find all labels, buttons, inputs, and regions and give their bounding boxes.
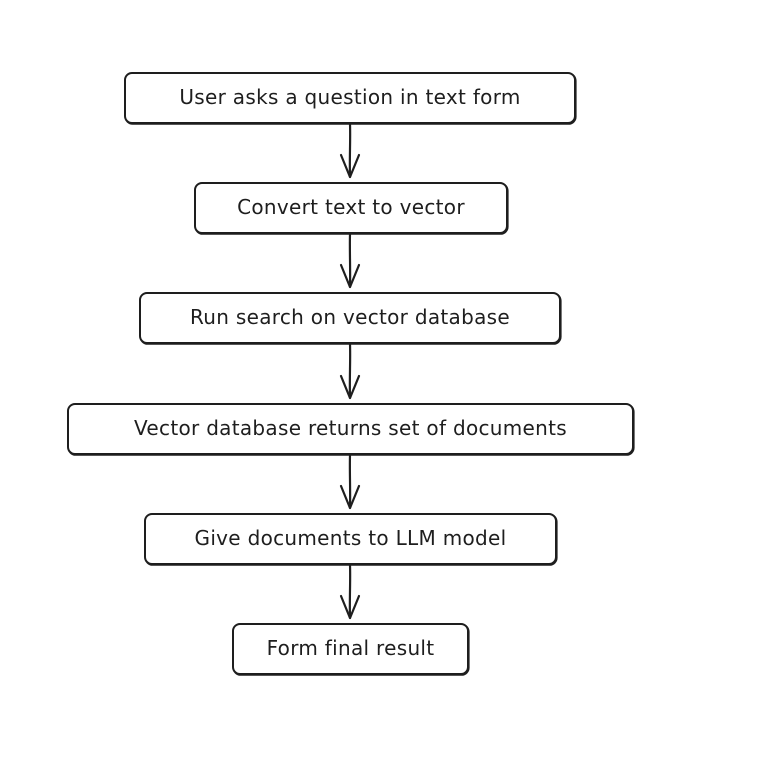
step-database-returns-documents: Vector database returns set of documents <box>67 403 634 455</box>
step-label: Convert text to vector <box>237 195 465 219</box>
step-run-vector-search: Run search on vector database <box>139 292 561 344</box>
step-convert-text-to-vector: Convert text to vector <box>194 182 508 234</box>
step-label: Form final result <box>266 636 435 660</box>
arrow-step-5-to-6 <box>339 563 361 620</box>
arrow-step-4-to-5 <box>339 453 361 510</box>
step-label: Give documents to LLM model <box>194 526 507 550</box>
arrow-step-1-to-2 <box>339 122 361 179</box>
step-give-documents-to-llm: Give documents to LLM model <box>144 513 557 565</box>
arrow-step-2-to-3 <box>339 232 361 289</box>
step-label: User asks a question in text form <box>179 85 521 109</box>
step-user-asks-question: User asks a question in text form <box>124 72 576 124</box>
step-label: Vector database returns set of documents <box>134 416 567 440</box>
step-form-final-result: Form final result <box>232 623 469 675</box>
arrow-step-3-to-4 <box>339 342 361 400</box>
step-label: Run search on vector database <box>190 305 510 329</box>
